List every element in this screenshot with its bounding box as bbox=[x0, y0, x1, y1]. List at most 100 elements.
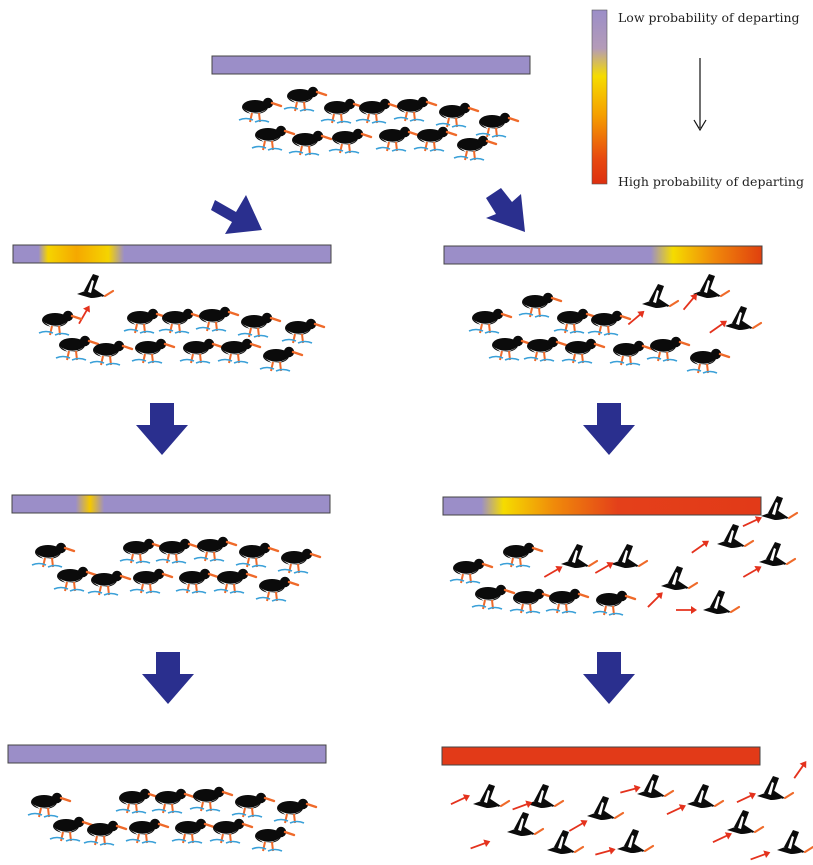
bird-icon bbox=[586, 309, 632, 337]
flying-bird-icon bbox=[759, 494, 799, 523]
legend-high-label: High probability of departing bbox=[618, 174, 804, 189]
bird-icon bbox=[212, 567, 258, 595]
flock-right-3 bbox=[448, 757, 813, 865]
flying-bird-icon bbox=[755, 774, 795, 803]
bird-icon bbox=[30, 541, 76, 569]
departure-arrow-icon bbox=[688, 536, 713, 557]
flying-bird-icon bbox=[757, 540, 797, 569]
bird-icon bbox=[54, 334, 100, 362]
flying-bird-icon bbox=[723, 304, 763, 333]
bird-icon bbox=[258, 345, 304, 373]
flying-bird-icon bbox=[585, 794, 625, 823]
departure-arrow-icon bbox=[740, 562, 765, 582]
flying-bird-icon bbox=[545, 828, 585, 857]
legend-gradient-bar bbox=[591, 9, 608, 185]
departure-arrow-icon bbox=[448, 790, 473, 809]
flying-bird-icon bbox=[775, 828, 813, 857]
departure-arrow-icon bbox=[644, 588, 667, 611]
flying-bird-icon bbox=[615, 827, 655, 856]
departure-arrow-icon bbox=[740, 512, 765, 531]
down-arrow-icon bbox=[136, 403, 188, 455]
bird-icon bbox=[392, 95, 438, 123]
bird-icon bbox=[157, 307, 203, 335]
flying-bird-icon bbox=[609, 542, 649, 571]
bird-icon bbox=[234, 541, 280, 569]
departure-arrow-icon bbox=[790, 757, 811, 782]
down-arrow-icon bbox=[583, 403, 635, 455]
flying-bird-icon bbox=[640, 282, 680, 311]
bird-icon bbox=[250, 124, 296, 152]
bird-icon bbox=[37, 309, 83, 337]
departure-arrow-icon bbox=[664, 800, 689, 819]
bird-icon bbox=[272, 797, 318, 825]
bird-icon bbox=[230, 791, 276, 819]
bird-icon bbox=[552, 307, 598, 335]
departure-bar-right-1 bbox=[443, 245, 763, 265]
departure-bar-right-2 bbox=[442, 496, 762, 516]
bird-icon bbox=[192, 535, 238, 563]
departure-bar-right-3 bbox=[441, 746, 761, 766]
bird-icon bbox=[452, 134, 498, 162]
bird-icon bbox=[170, 817, 216, 845]
flock-left-3 bbox=[26, 785, 318, 853]
flying-bird-icon bbox=[685, 782, 725, 811]
bird-icon bbox=[522, 335, 568, 363]
flying-bird-icon bbox=[525, 782, 565, 811]
departure-arrow-icon bbox=[706, 316, 731, 337]
bird-icon bbox=[685, 347, 731, 375]
legend-direction-arrow bbox=[693, 58, 707, 132]
flying-bird-icon bbox=[559, 542, 599, 571]
bird-icon bbox=[276, 547, 322, 575]
bird-icon bbox=[374, 125, 420, 153]
departure-arrow-icon bbox=[734, 788, 759, 807]
bird-icon bbox=[188, 785, 234, 813]
bird-icon bbox=[150, 787, 196, 815]
bird-icon bbox=[470, 583, 516, 611]
bird-icon bbox=[174, 567, 220, 595]
bird-icon bbox=[608, 339, 654, 367]
flock-initial bbox=[237, 85, 520, 162]
bird-icon bbox=[327, 127, 373, 155]
departure-arrow-icon bbox=[566, 816, 591, 836]
bird-icon bbox=[544, 587, 590, 615]
bird-icon bbox=[128, 567, 174, 595]
flying-bird-icon bbox=[725, 808, 765, 837]
bird-icon bbox=[236, 311, 282, 339]
down-arrow-icon-right-branch bbox=[486, 188, 525, 232]
bird-icon bbox=[412, 125, 458, 153]
flying-bird-icon bbox=[691, 272, 731, 301]
bird-icon bbox=[287, 129, 333, 157]
bird-icon bbox=[154, 537, 200, 565]
bird-icon bbox=[474, 111, 520, 139]
bird-icon bbox=[178, 337, 224, 365]
bird-icon bbox=[467, 307, 513, 335]
flock-left-1 bbox=[37, 272, 326, 373]
departure-bar-initial bbox=[211, 55, 531, 75]
bird-icon bbox=[319, 97, 365, 125]
departure-bar-left-3 bbox=[7, 744, 327, 764]
flying-bird-icon bbox=[701, 588, 741, 617]
bird-icon bbox=[250, 825, 296, 853]
bird-icon bbox=[434, 101, 480, 129]
down-arrow-icon bbox=[583, 652, 635, 704]
bird-icon bbox=[645, 335, 691, 363]
bird-icon bbox=[591, 589, 637, 617]
departure-arrow-icon bbox=[675, 605, 698, 615]
bird-icon bbox=[26, 791, 72, 819]
departure-arrow-icon bbox=[593, 844, 618, 860]
flying-bird-icon bbox=[715, 522, 755, 551]
bird-icon bbox=[194, 305, 240, 333]
departure-arrow-icon bbox=[748, 847, 773, 865]
bird-icon bbox=[280, 317, 326, 345]
departure-arrow-icon bbox=[541, 562, 566, 582]
departure-arrow-icon bbox=[74, 302, 94, 327]
flying-bird-icon bbox=[75, 272, 115, 301]
bird-icon bbox=[48, 815, 94, 843]
flock-left-2 bbox=[30, 535, 322, 603]
flying-bird-icon bbox=[635, 772, 675, 801]
down-arrow-icon-left-branch bbox=[211, 195, 262, 234]
bird-icon bbox=[448, 557, 494, 585]
bird-icon bbox=[208, 817, 254, 845]
flying-bird-icon bbox=[471, 782, 511, 811]
flock-right-1 bbox=[467, 272, 763, 375]
